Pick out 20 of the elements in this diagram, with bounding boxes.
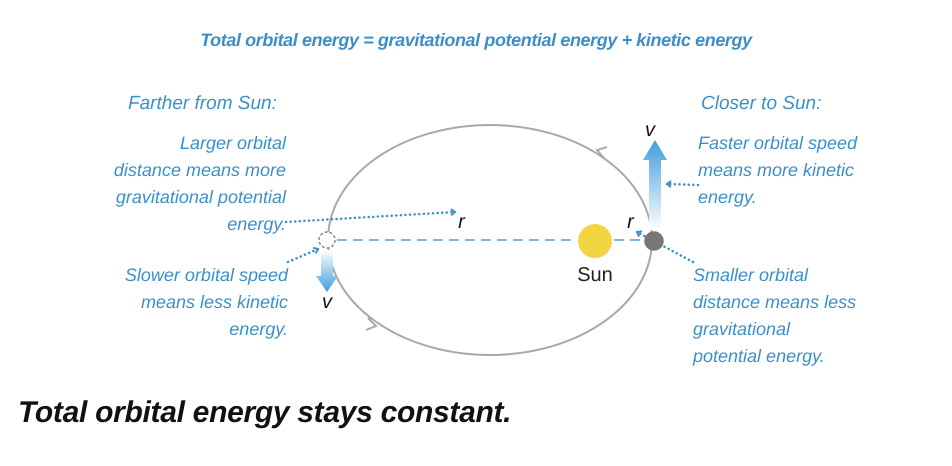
- section-heading: Farther from Sun:: [128, 93, 277, 115]
- planet: [644, 231, 664, 251]
- velocity-label: v: [321, 292, 334, 312]
- leader-line: [284, 208, 456, 224]
- caption: Total orbital energy stays constant.: [18, 396, 512, 430]
- leader-line: [636, 230, 694, 264]
- section-heading: Closer to Sun:: [701, 93, 822, 115]
- leader-line: [666, 180, 700, 188]
- annotation-text: Faster orbital speed means more kinetic energy.: [698, 130, 858, 211]
- leader-line: [286, 246, 320, 264]
- annotation-text: Smaller orbital distance means less gravitational potential energy.: [693, 262, 863, 370]
- equation-title: Total orbital energy = gravitational potential energy + kinetic energy: [199, 30, 754, 51]
- annotation-text: Larger orbital distance means more gravitational potential energy.: [110, 130, 286, 238]
- velocity-label: v: [644, 120, 657, 140]
- annotation-text: Slower orbital speed means less kinetic energy.: [110, 262, 288, 343]
- planet: [318, 231, 336, 249]
- sun-label: Sun: [576, 264, 614, 287]
- radius-label: r: [455, 212, 468, 232]
- velocity-arrow: [643, 140, 667, 230]
- radius-label: r: [624, 212, 637, 232]
